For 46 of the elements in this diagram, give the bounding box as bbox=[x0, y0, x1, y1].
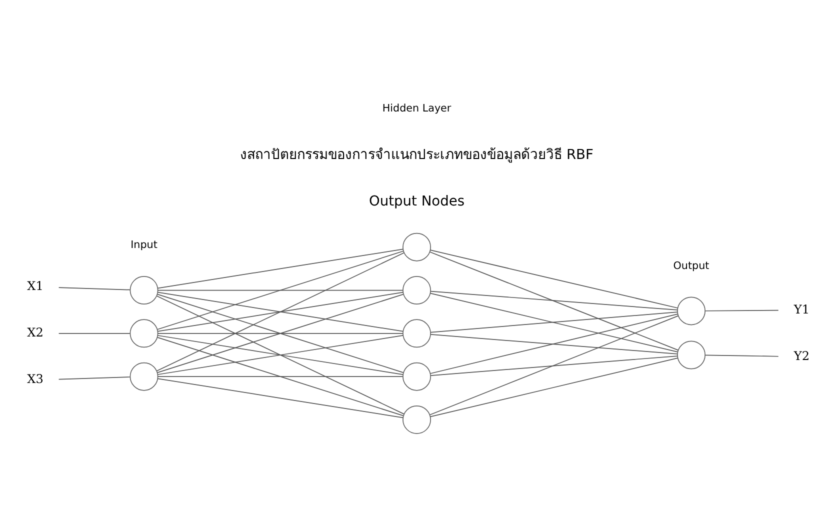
connector bbox=[58, 286, 130, 290]
connector bbox=[157, 293, 404, 372]
connector bbox=[158, 289, 404, 290]
connector bbox=[430, 355, 678, 376]
connector bbox=[157, 250, 404, 330]
node-text: X1 bbox=[27, 278, 44, 292]
node-circle bbox=[130, 362, 158, 390]
node-text: Y2 bbox=[794, 348, 810, 362]
connector bbox=[58, 332, 130, 334]
connector bbox=[158, 248, 404, 288]
connector bbox=[158, 334, 404, 374]
node-circle bbox=[402, 405, 432, 434]
connector bbox=[430, 249, 678, 308]
connector bbox=[58, 376, 130, 380]
node-circle bbox=[402, 362, 432, 390]
node-circle bbox=[402, 318, 432, 348]
connector bbox=[430, 313, 678, 374]
connector bbox=[430, 251, 679, 350]
connector bbox=[705, 309, 779, 311]
connector bbox=[430, 292, 678, 352]
node-circle bbox=[402, 276, 432, 304]
label: Output bbox=[673, 259, 710, 272]
connector bbox=[430, 314, 679, 415]
connector bbox=[157, 336, 404, 416]
connector bbox=[158, 291, 404, 332]
connector bbox=[156, 295, 404, 414]
node-text: X3 bbox=[27, 372, 44, 386]
node-circle bbox=[130, 318, 158, 348]
connector bbox=[430, 357, 678, 417]
connector bbox=[156, 252, 404, 371]
node-circle bbox=[677, 296, 706, 325]
label: Input bbox=[130, 238, 158, 251]
connector bbox=[430, 290, 678, 310]
node-text: Y1 bbox=[794, 302, 810, 316]
connector bbox=[430, 311, 678, 332]
connector bbox=[705, 354, 779, 356]
label: งสถาปัตยกรรมของการจำแนกประเภทของข้อมูลด้วยวิธี RBF bbox=[240, 146, 594, 162]
label: Output Nodes bbox=[369, 192, 465, 209]
node-text: X2 bbox=[27, 325, 44, 340]
connector bbox=[158, 332, 404, 334]
node-circle bbox=[402, 232, 432, 261]
connector bbox=[430, 334, 678, 354]
node-circle bbox=[677, 340, 706, 369]
connector bbox=[158, 378, 404, 418]
node-circle bbox=[130, 276, 158, 304]
label: Hidden Layer bbox=[382, 102, 452, 114]
